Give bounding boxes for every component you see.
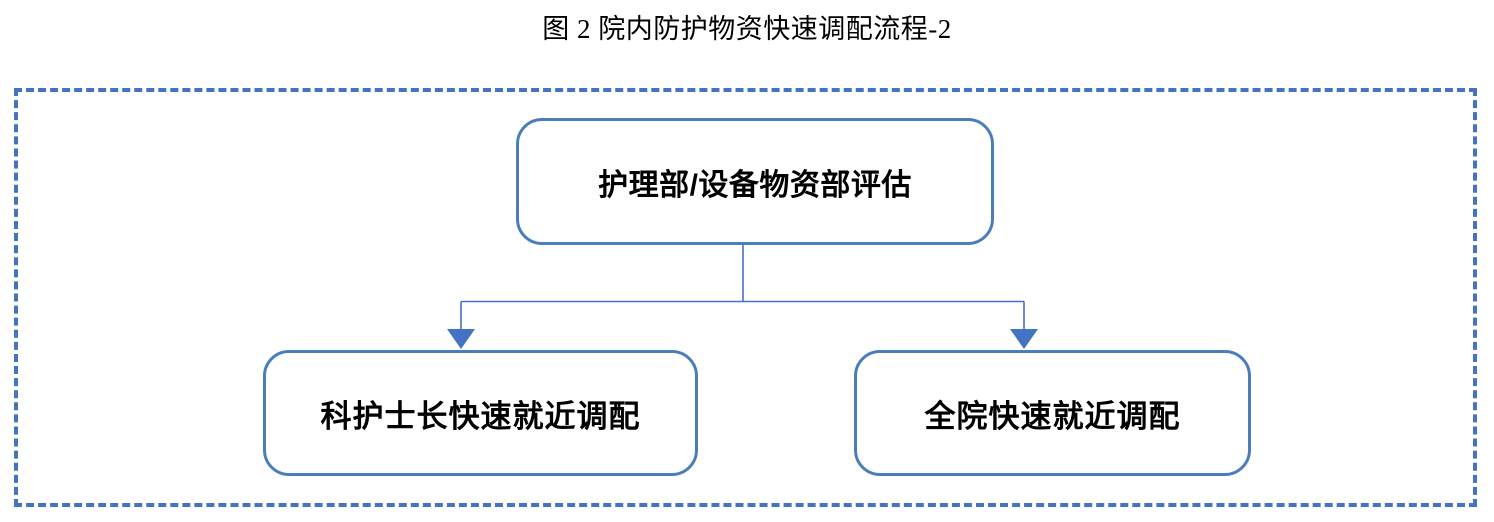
dashed-group-container (14, 88, 1477, 507)
flow-node-dept-head-label: 科护士长快速就近调配 (320, 398, 641, 434)
flow-node-assessment[interactable]: 护理部/设备物资部评估 (516, 118, 994, 245)
flow-node-dept-head[interactable]: 科护士长快速就近调配 (263, 350, 698, 476)
flow-node-assessment-label: 护理部/设备物资部评估 (598, 168, 912, 202)
flow-node-hospital-wide[interactable]: 全院快速就近调配 (854, 350, 1251, 476)
flow-node-hospital-wide-label: 全院快速就近调配 (924, 398, 1181, 434)
figure-title: 图 2 院内防护物资快速调配流程-2 (542, 14, 952, 44)
